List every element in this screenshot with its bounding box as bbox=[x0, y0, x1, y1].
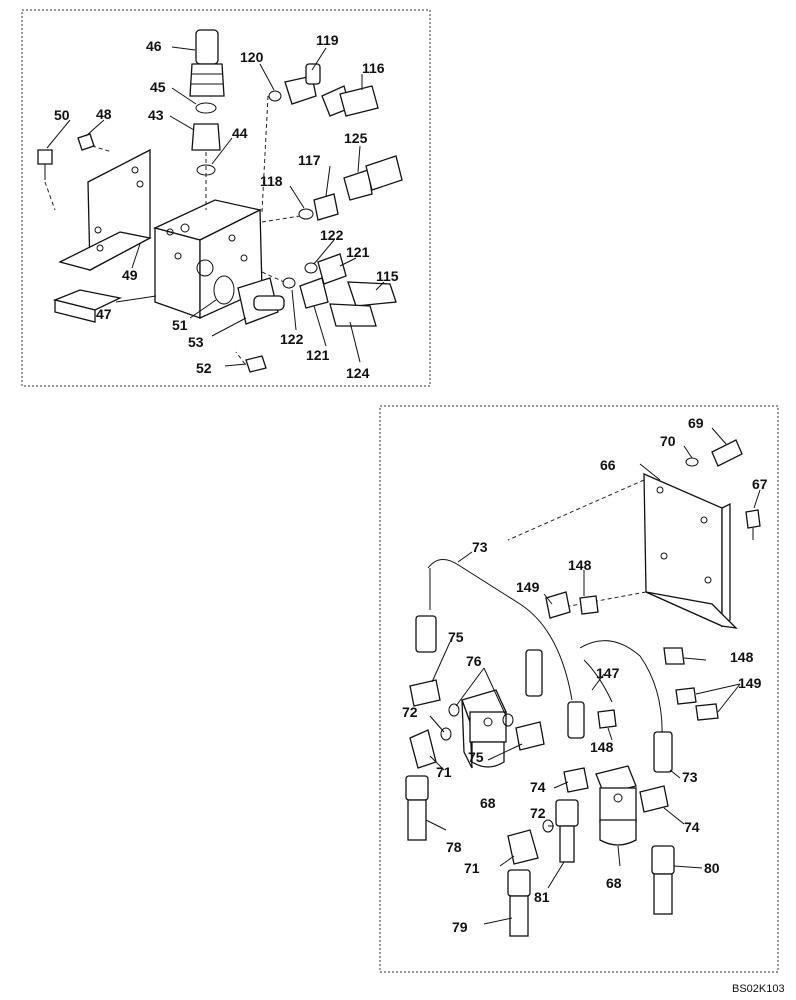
elbow-and-hose-upper bbox=[261, 63, 379, 213]
callout-43: 43 bbox=[148, 107, 164, 123]
callout-121-upper: 121 bbox=[346, 244, 370, 260]
callout-53: 53 bbox=[188, 334, 204, 350]
callout-116: 116 bbox=[362, 60, 385, 76]
callout-68-right: 68 bbox=[606, 875, 622, 891]
callout-124: 124 bbox=[346, 365, 370, 381]
bottom-leader-lines bbox=[425, 427, 761, 925]
callout-52: 52 bbox=[196, 360, 212, 376]
callout-68-left: 68 bbox=[480, 795, 496, 811]
callout-76: 76 bbox=[466, 653, 482, 669]
bracket-bolts bbox=[37, 133, 113, 211]
top-leader-lines bbox=[46, 46, 385, 367]
callout-67: 67 bbox=[752, 476, 768, 492]
callout-74-upper: 74 bbox=[530, 779, 546, 795]
callout-44: 44 bbox=[232, 125, 248, 141]
mounting-plate-part bbox=[507, 473, 738, 629]
elbow-fittings bbox=[409, 679, 669, 865]
callout-71-lower: 71 bbox=[464, 860, 480, 876]
vertical-fitting-stack bbox=[189, 29, 225, 210]
callout-72-upper: 72 bbox=[402, 704, 418, 720]
figure-code: BS02K103 bbox=[732, 983, 785, 995]
callout-75-upper: 75 bbox=[448, 629, 464, 645]
callout-80: 80 bbox=[704, 860, 720, 876]
callout-148-upper: 148 bbox=[568, 557, 592, 573]
callout-51: 51 bbox=[172, 317, 188, 333]
top-panel-frame bbox=[21, 9, 431, 387]
callout-125: 125 bbox=[344, 130, 368, 146]
callout-78: 78 bbox=[446, 839, 462, 855]
bottom-panel-frame bbox=[379, 405, 779, 973]
callout-69: 69 bbox=[688, 415, 704, 431]
callout-81: 81 bbox=[534, 889, 550, 905]
plate-bolts bbox=[685, 439, 761, 540]
callout-74-lower: 74 bbox=[684, 819, 700, 835]
callout-122-upper: 122 bbox=[320, 227, 344, 243]
clamps-and-bolts bbox=[545, 591, 719, 729]
callout-71-upper: 71 bbox=[436, 764, 452, 780]
filter-left-part bbox=[461, 689, 507, 769]
callout-47: 47 bbox=[96, 306, 112, 322]
callout-147: 147 bbox=[596, 665, 620, 681]
callout-73-lower: 73 bbox=[682, 769, 698, 785]
callout-46: 46 bbox=[146, 38, 162, 54]
bottom-assembly-panel: 69 70 66 67 73 148 149 75 76 148 147 149… bbox=[379, 405, 779, 973]
lower-side-fittings bbox=[261, 253, 397, 327]
callout-45: 45 bbox=[150, 79, 166, 95]
callout-118: 118 bbox=[260, 173, 283, 189]
callout-115: 115 bbox=[376, 268, 399, 284]
callout-121-lower: 121 bbox=[306, 347, 330, 363]
callout-49: 49 bbox=[122, 267, 138, 283]
callout-149-left: 149 bbox=[516, 579, 540, 595]
callout-73-upper: 73 bbox=[472, 539, 488, 555]
callout-148-right: 148 bbox=[730, 649, 754, 665]
callout-120: 120 bbox=[240, 49, 264, 65]
filter-right-part bbox=[595, 765, 637, 846]
flange-assembly bbox=[213, 275, 285, 373]
bracket-part bbox=[52, 148, 152, 323]
callout-79: 79 bbox=[452, 919, 468, 935]
callout-72-lower: 72 bbox=[530, 805, 546, 821]
pipe-parts bbox=[405, 775, 675, 937]
callout-119: 119 bbox=[316, 32, 339, 48]
callout-70: 70 bbox=[660, 433, 676, 449]
middle-side-fittings bbox=[261, 155, 403, 223]
callout-149-right: 149 bbox=[738, 675, 762, 691]
callout-75-lower: 75 bbox=[468, 749, 484, 765]
top-assembly-panel: 46 120 119 116 45 50 48 43 44 125 117 11… bbox=[21, 9, 431, 387]
callout-50: 50 bbox=[54, 107, 70, 123]
callout-66: 66 bbox=[600, 457, 616, 473]
hose-lines bbox=[415, 559, 673, 773]
callout-48: 48 bbox=[96, 106, 112, 122]
callout-122-lower: 122 bbox=[280, 331, 304, 347]
callout-148-lower: 148 bbox=[590, 739, 614, 755]
callout-117: 117 bbox=[298, 152, 321, 168]
